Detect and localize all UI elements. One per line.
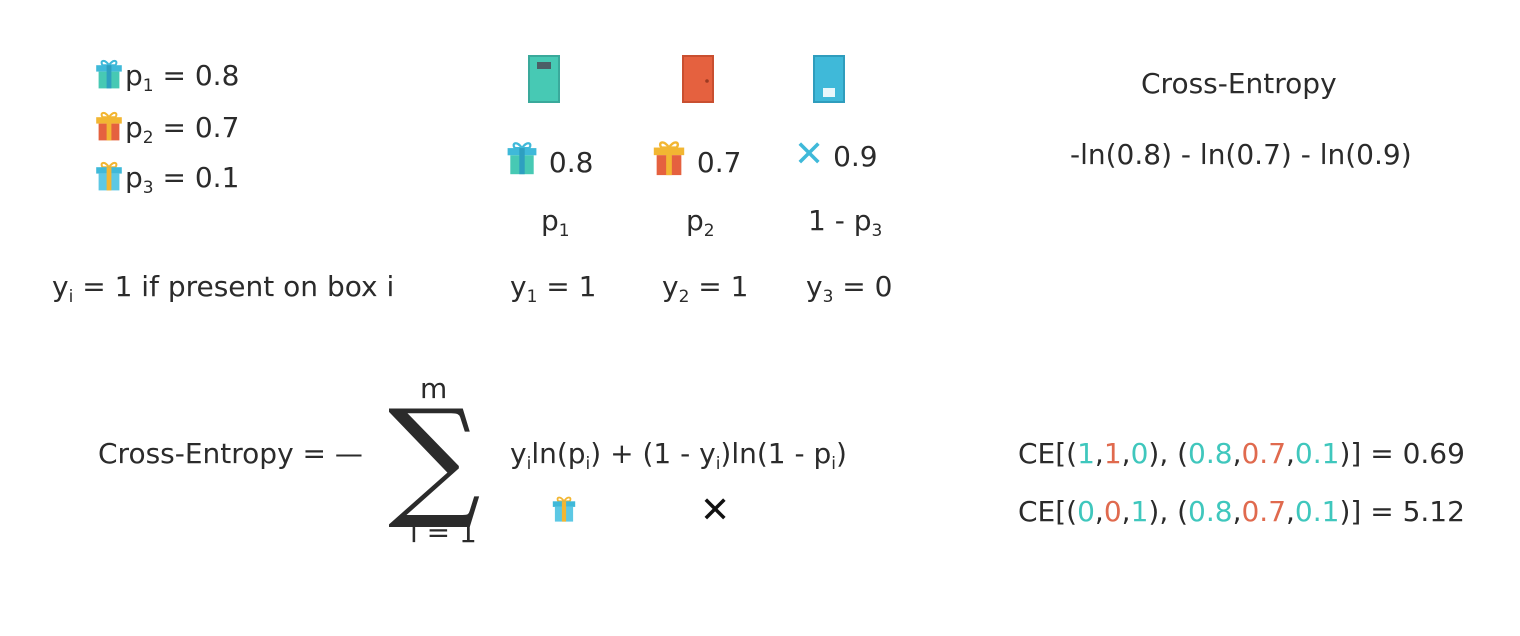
- box-3-label: y3 = 0: [806, 270, 893, 307]
- ce-label: 0: [1077, 495, 1095, 528]
- sum-upper-limit: m: [420, 372, 448, 405]
- term-close: ): [836, 437, 847, 470]
- ce-prefix: CE[(: [1018, 437, 1078, 470]
- box-3-expr: 1 - p3: [808, 204, 883, 241]
- right-title: Cross-Entropy: [1141, 67, 1337, 100]
- box-2-content: 0.7: [650, 138, 741, 180]
- term-sub: i: [715, 454, 721, 474]
- summation-symbol: ∑: [388, 381, 481, 533]
- label-value: = 0: [833, 270, 893, 303]
- box-1-expr: p1: [541, 204, 570, 241]
- prob-value: = 0.8: [153, 59, 240, 92]
- comma: ,: [1286, 495, 1295, 528]
- label-sub: 1: [526, 287, 538, 307]
- ce-example-1: CE[(1,1,0), (0.8,0.7,0.1)] = 0.69: [1018, 437, 1465, 471]
- formula-body: yiln(pi) + (1 - yi)ln(1 - pi): [510, 437, 847, 474]
- term-one-minus-y: ) + (1 - y: [590, 437, 716, 470]
- expr-var: p: [541, 204, 559, 237]
- box-2-value: 0.7: [696, 146, 742, 179]
- prob-sub: 2: [142, 128, 154, 148]
- ce-mid: ), (: [1148, 437, 1189, 470]
- box-3-value: 0.9: [833, 140, 878, 173]
- red-gift-icon: [93, 109, 125, 143]
- box-1-content: 0.8: [504, 138, 593, 180]
- box-2-label: y2 = 1: [662, 270, 749, 307]
- prob-var: p: [125, 161, 143, 194]
- expr-var: p: [686, 204, 704, 237]
- blue-gift-icon: [93, 159, 125, 193]
- ce-prob: 0.7: [1241, 495, 1287, 528]
- ce-example-2: CE[(0,0,1), (0.8,0.7,0.1)] = 5.12: [1018, 495, 1465, 529]
- x-mark-icon: ✕: [700, 490, 731, 531]
- indicator-definition: yi = 1 if present on box i: [52, 270, 395, 307]
- prob-item-2: p2 = 0.7: [93, 109, 240, 148]
- comma: ,: [1232, 437, 1242, 470]
- indicator-var: y: [52, 270, 69, 303]
- blue-gift-icon: [550, 492, 578, 526]
- right-expression: -ln(0.8) - ln(0.7) - ln(0.9): [1070, 138, 1412, 171]
- ce-prob: 0.7: [1241, 437, 1287, 470]
- box-2-expr: p2: [686, 204, 715, 241]
- label-var: y: [510, 270, 527, 303]
- red-door-icon: [681, 54, 715, 104]
- label-sub: 3: [822, 287, 834, 307]
- expr-sub: 1: [558, 221, 570, 241]
- label-sub: 2: [678, 287, 690, 307]
- sum-lower-limit: i = 1: [410, 516, 477, 549]
- prob-sub: 3: [142, 178, 154, 198]
- term-sub: i: [526, 454, 532, 474]
- prob-item-3: p3 = 0.1: [93, 159, 240, 198]
- blue-door-icon: [812, 54, 846, 104]
- formula-lhs: Cross-Entropy = —: [98, 437, 363, 470]
- comma: ,: [1286, 437, 1295, 470]
- comma: ,: [1094, 437, 1104, 470]
- teal-door-icon: [527, 54, 561, 104]
- label-value: = 1: [537, 270, 597, 303]
- indicator-text: = 1 if present on box i: [73, 270, 395, 303]
- ce-result: )] = 0.69: [1339, 437, 1465, 470]
- expr-var: p: [853, 204, 872, 237]
- expr-prefix: 1 -: [808, 204, 854, 237]
- ce-label: 0: [1103, 495, 1122, 528]
- ce-result: )] = 5.12: [1339, 495, 1465, 528]
- term-sub: i: [831, 454, 837, 474]
- teal-gift-icon: [504, 138, 540, 178]
- red-gift-icon: [650, 138, 688, 178]
- label-value: = 1: [689, 270, 749, 303]
- comma: ,: [1121, 495, 1131, 528]
- teal-gift-icon: [93, 57, 125, 91]
- expr-sub: 2: [703, 221, 715, 241]
- prob-var: p: [125, 111, 143, 144]
- prob-value: = 0.1: [153, 161, 240, 194]
- label-var: y: [662, 270, 679, 303]
- label-var: y: [806, 270, 823, 303]
- ce-label: 1: [1103, 437, 1122, 470]
- indicator-sub: i: [68, 287, 74, 307]
- cross-icon: ✕: [794, 134, 825, 175]
- prob-item-1: p1 = 0.8: [93, 57, 240, 96]
- term-ln-one-minus-p: )ln(1 - p: [720, 437, 832, 470]
- box-1-value: 0.8: [548, 146, 594, 179]
- prob-sub: 1: [142, 76, 154, 96]
- comma: ,: [1094, 495, 1104, 528]
- ce-label: 1: [1130, 495, 1149, 528]
- ce-prob: 0.8: [1188, 437, 1233, 470]
- box-1-label: y1 = 1: [510, 270, 597, 307]
- ce-label: 0: [1130, 437, 1149, 470]
- ce-prob: 0.1: [1294, 495, 1340, 528]
- prob-var: p: [125, 59, 143, 92]
- comma: ,: [1121, 437, 1131, 470]
- ce-prob: 0.8: [1188, 495, 1233, 528]
- prob-value: = 0.7: [153, 111, 240, 144]
- ce-mid: ), (: [1148, 495, 1189, 528]
- term-ln-p: ln(p: [531, 437, 586, 470]
- box-3-content: ✕ 0.9: [794, 137, 878, 174]
- ce-prob: 0.1: [1294, 437, 1340, 470]
- ce-prefix: CE[(: [1018, 495, 1078, 528]
- expr-sub: 3: [871, 221, 883, 241]
- comma: ,: [1232, 495, 1242, 528]
- term-y: y: [510, 437, 527, 470]
- term-sub: i: [585, 454, 591, 474]
- ce-label: 1: [1077, 437, 1095, 470]
